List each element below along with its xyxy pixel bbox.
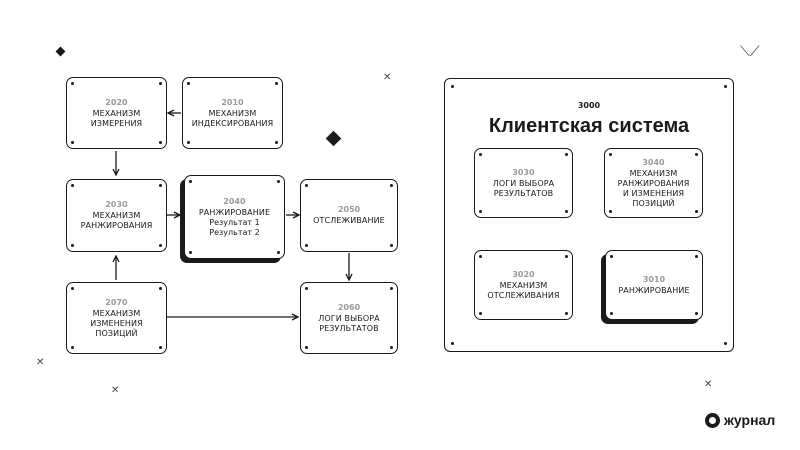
corner-dot <box>565 153 568 156</box>
corner-dot <box>390 287 393 290</box>
corner-dot <box>71 287 74 290</box>
node-label: МЕХАНИЗМ ОТСЛЕЖИВАНИЯ <box>487 280 560 300</box>
corner-dot <box>451 342 454 345</box>
corner-dot <box>390 184 393 187</box>
client-system-title: Клиентская система <box>488 115 690 137</box>
corner-dot <box>479 312 482 315</box>
node-label: МЕХАНИЗМ РАНЖИРОВАНИЯ И ИЗМЕНЕНИЯ ПОЗИЦИ… <box>617 168 690 208</box>
corner-dot <box>71 141 74 144</box>
node-label: ЛОГИ ВЫБОРА РЕЗУЛЬТАТОВ <box>318 313 380 333</box>
node-label: МЕХАНИЗМ ИЗМЕРЕНИЯ <box>90 108 143 128</box>
corner-dot <box>305 244 308 247</box>
corner-dot <box>565 210 568 213</box>
node-number: 2070 <box>105 297 128 307</box>
node-2050: 2050 ОТСЛЕЖИВАНИЕ <box>300 179 398 252</box>
corner-dot <box>187 141 190 144</box>
node-label: МЕХАНИЗМ ИНДЕКСИРОВАНИЯ <box>191 108 274 128</box>
node-3030: 3030 ЛОГИ ВЫБОРА РЕЗУЛЬТАТОВ <box>474 148 573 218</box>
corner-dot <box>159 141 162 144</box>
node-number: 2030 <box>105 200 128 209</box>
corner-dot <box>695 312 698 315</box>
node-number: 3020 <box>512 269 535 279</box>
node-label: ОТСЛЕЖИВАНИЕ <box>313 216 385 225</box>
corner-dot <box>610 312 613 315</box>
corner-dot <box>71 346 74 349</box>
node-number: 3040 <box>642 157 665 167</box>
corner-dot <box>71 82 74 85</box>
corner-dot <box>610 255 613 258</box>
corner-dot <box>159 287 162 290</box>
corner-dot <box>71 184 74 187</box>
corner-dot <box>159 244 162 247</box>
corner-dot <box>695 153 698 156</box>
sparkle-icon: ⟍⟋ <box>740 44 760 60</box>
corner-dot <box>479 255 482 258</box>
sparkle-icon: ✕ <box>111 385 120 396</box>
corner-dot <box>305 287 308 290</box>
node-number: 2020 <box>105 97 128 107</box>
corner-dot <box>451 85 454 88</box>
corner-dot <box>479 153 482 156</box>
node-2040: 2040 РАНЖИРОВАНИЕ Результат 1 Результат … <box>184 175 285 259</box>
node-3010: 3010 РАНЖИРОВАНИЕ <box>605 250 703 320</box>
node-number: 3030 <box>512 167 535 177</box>
node-3020: 3020 МЕХАНИЗМ ОТСЛЕЖИВАНИЯ <box>474 250 573 320</box>
corner-dot <box>187 82 190 85</box>
result-item: Результат 2 <box>209 227 260 237</box>
corner-dot <box>71 244 74 247</box>
corner-dot <box>695 210 698 213</box>
corner-dot <box>275 141 278 144</box>
node-2010: 2010 МЕХАНИЗМ ИНДЕКСИРОВАНИЯ <box>182 77 283 149</box>
node-number: 3010 <box>642 274 666 284</box>
corner-dot <box>565 312 568 315</box>
corner-dot <box>189 180 192 183</box>
corner-dot <box>275 82 278 85</box>
node-2020: 2020 МЕХАНИЗМ ИЗМЕРЕНИЯ <box>66 77 167 149</box>
logo-text: журнал <box>724 412 776 428</box>
node-label: РАНЖИРОВАНИЕ <box>198 207 271 217</box>
node-number: 2040 <box>223 196 246 206</box>
node-2060: 2060 ЛОГИ ВЫБОРА РЕЗУЛЬТАТОВ <box>300 282 398 354</box>
node-label: РАНЖИРОВАНИЕ <box>618 285 690 295</box>
corner-dot <box>390 244 393 247</box>
corner-dot <box>724 342 727 345</box>
corner-dot <box>159 346 162 349</box>
corner-dot <box>189 251 192 254</box>
corner-dot <box>609 153 612 156</box>
corner-dot <box>695 255 698 258</box>
node-number: 2060 <box>337 302 361 312</box>
sparkle-icon: ✕ <box>383 72 392 83</box>
corner-dot <box>277 180 280 183</box>
sparkle-icon: ✕ <box>36 357 45 368</box>
corner-dot <box>159 82 162 85</box>
tinkoff-journal-logo-icon <box>705 412 720 428</box>
corner-dot <box>724 85 727 88</box>
node-number: 2010 <box>221 97 244 107</box>
corner-dot <box>159 184 162 187</box>
node-3040: 3040 МЕХАНИЗМ РАНЖИРОВАНИЯ И ИЗМЕНЕНИЯ П… <box>604 148 703 218</box>
node-2030: 2030 МЕХАНИЗМ РАНЖИРОВАНИЯ <box>66 179 167 252</box>
corner-dot <box>609 210 612 213</box>
corner-dot <box>390 346 393 349</box>
node-label: МЕХАНИЗМ ИЗМЕНЕНИЯ ПОЗИЦИЙ <box>90 308 143 338</box>
client-system-number: 3000 <box>577 101 601 110</box>
sparkle-icon: ✕ <box>704 379 713 390</box>
corner-dot <box>565 255 568 258</box>
node-label: ЛОГИ ВЫБОРА РЕЗУЛЬТАТОВ <box>492 178 555 198</box>
corner-dot <box>305 346 308 349</box>
corner-dot <box>277 251 280 254</box>
journal-logo[interactable]: журнал <box>705 412 775 428</box>
corner-dot <box>305 184 308 187</box>
result-item: Результат 1 <box>209 217 260 227</box>
node-2070: 2070 МЕХАНИЗМ ИЗМЕНЕНИЯ ПОЗИЦИЙ <box>66 282 167 354</box>
node-label: МЕХАНИЗМ РАНЖИРОВАНИЯ <box>80 211 153 230</box>
corner-dot <box>479 210 482 213</box>
node-number: 2050 <box>337 205 361 214</box>
